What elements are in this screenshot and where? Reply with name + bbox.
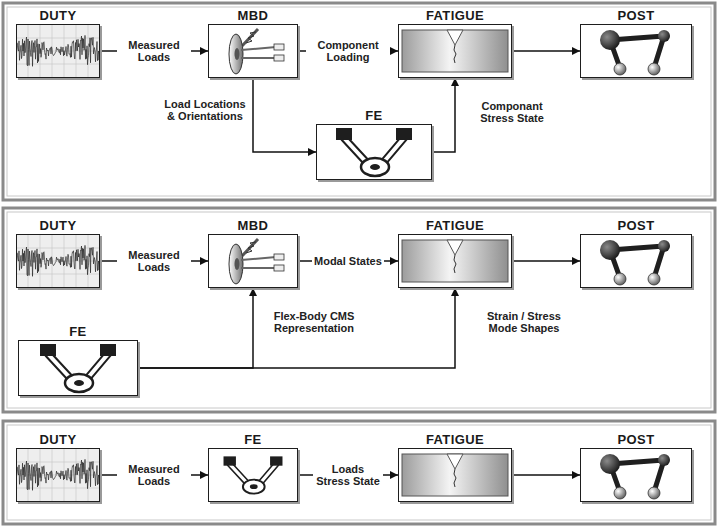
wheel-model: [229, 29, 284, 74]
load-signal: [16, 24, 100, 78]
flow-label: Measured Loads: [117, 248, 191, 274]
flow-label: Flex-Body CMS Representation: [262, 309, 366, 335]
stage-heading: FE: [189, 432, 317, 447]
process-box: DUTY: [16, 448, 100, 502]
crack-specimen: [402, 30, 508, 72]
stage-heading: FATIGUE: [379, 8, 531, 23]
stage-heading: POST: [561, 218, 711, 233]
flow-label: Measured Loads: [117, 38, 191, 64]
wheel-model: [229, 239, 284, 284]
flow-label: Modal States: [312, 254, 384, 268]
load-signal: [16, 448, 100, 502]
stage-heading: MBD: [189, 8, 317, 23]
flow-arrow: [138, 288, 253, 368]
stage-heading: FATIGUE: [379, 218, 531, 233]
process-box: DUTY: [16, 234, 100, 288]
process-box: POST: [580, 448, 692, 502]
stage-heading: FE: [0, 324, 157, 339]
flow-arrow: [432, 78, 455, 152]
stage-heading: DUTY: [0, 218, 119, 233]
flow-arrow: [512, 260, 580, 262]
flow-arrow: [253, 78, 316, 152]
fe-arm: [336, 128, 412, 176]
process-box: FE: [208, 448, 298, 502]
process-box: FATIGUE: [398, 234, 512, 288]
flow-arrow: [512, 50, 580, 52]
stage-heading: MBD: [189, 218, 317, 233]
process-box: MBD: [208, 24, 298, 78]
fe-arm: [40, 344, 116, 392]
crack-specimen: [402, 240, 508, 282]
stage-heading: DUTY: [0, 432, 119, 447]
process-box: POST: [580, 24, 692, 78]
flow-label: Componant Stress State: [463, 99, 561, 125]
process-box: POST: [580, 234, 692, 288]
flow-label: Strain / Stress Mode Shapes: [472, 309, 576, 335]
process-box: MBD: [208, 234, 298, 288]
flow-arrow: [512, 474, 580, 476]
panel-frame: [3, 3, 715, 524]
stage-heading: FE: [297, 108, 451, 123]
flow-label: Loads Stress State: [313, 462, 383, 488]
process-box: FATIGUE: [398, 24, 512, 78]
process-box: FE: [18, 340, 138, 396]
result-arm: [600, 240, 670, 285]
stage-heading: FATIGUE: [379, 432, 531, 447]
result-arm: [600, 454, 670, 499]
stage-heading: DUTY: [0, 8, 119, 23]
result-arm: [600, 30, 670, 75]
flow-arrow: [138, 288, 455, 368]
crack-specimen: [402, 454, 508, 496]
flow-label: Component Loading: [306, 38, 390, 64]
flow-label: Load Locations & Orientations: [161, 97, 249, 123]
process-box: DUTY: [16, 24, 100, 78]
process-box: FE: [316, 124, 432, 180]
flow-label: Measured Loads: [117, 462, 191, 488]
load-signal: [16, 234, 100, 288]
stage-heading: POST: [561, 8, 711, 23]
stage-heading: POST: [561, 432, 711, 447]
process-box: FATIGUE: [398, 448, 512, 502]
fe-arm: [224, 456, 283, 493]
